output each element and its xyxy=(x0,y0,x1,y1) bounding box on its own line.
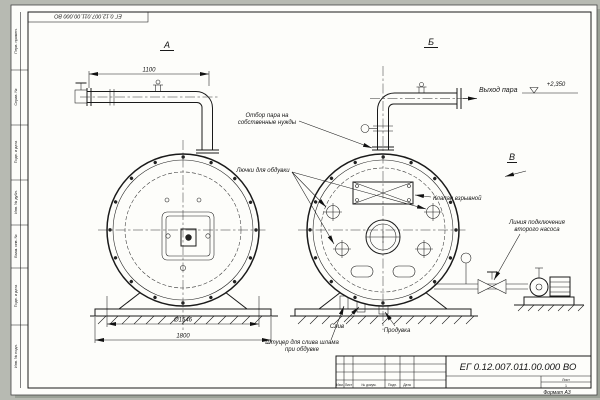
left-view: 1100 Ø1546 1800 А xyxy=(74,40,278,343)
pump-motor xyxy=(549,276,571,297)
side-stamp-label: Инв. № дубл. xyxy=(14,190,18,214)
annotation-text: Продувка xyxy=(384,328,411,334)
leader-line xyxy=(298,120,373,149)
air-vent-fitting xyxy=(155,79,161,85)
annotation-sludge: Штуцер для слива шлама при обдувке xyxy=(265,305,345,353)
steam-outlet-label: Выход пара xyxy=(479,86,518,94)
inverted-doc-number-box: ЕГ 0.12.007.011.00.000 ВО xyxy=(27,11,149,23)
side-stamp-label: Справ. № xyxy=(14,88,18,105)
leader-line xyxy=(414,194,432,199)
dim-text: Ø1546 xyxy=(173,318,193,324)
annotation-text: Отбор пара на xyxy=(246,113,290,119)
view-a-label: А xyxy=(163,40,170,50)
view-v-label: В xyxy=(509,152,515,162)
leader-line xyxy=(330,305,345,341)
annotation-text: Линия подключения xyxy=(508,220,565,226)
pump-base xyxy=(523,296,575,306)
frame-border xyxy=(27,11,592,389)
leader-line xyxy=(384,311,396,327)
title-block-col: Лист xyxy=(345,383,353,387)
title-block-col: Изм. xyxy=(336,383,343,387)
dimension-1100: 1100 xyxy=(88,68,210,88)
annotation-text: Клапан взрывной xyxy=(433,195,482,202)
annotation-explosion-valve: Клапан взрывной xyxy=(414,194,482,202)
pipe-valve-handwheel xyxy=(360,124,370,133)
own-needs-fitting xyxy=(419,82,424,87)
side-stamp-label: Взам. инв. № xyxy=(14,234,18,258)
leader-line xyxy=(343,306,360,323)
annotation-text: Штуцер для слива шлама xyxy=(265,340,339,346)
annotation-blowdown: Продувка xyxy=(384,311,411,334)
annotation-text: Лючки для обдувки xyxy=(235,168,290,174)
dim-text: 1100 xyxy=(143,68,157,74)
title-block-col: Подп. xyxy=(388,383,397,387)
leader-line xyxy=(291,171,335,245)
front-door xyxy=(161,197,215,271)
dim-text: 1800 xyxy=(176,334,190,340)
annotation-drain: Слив xyxy=(330,306,360,330)
sheet-label: Лист xyxy=(562,378,570,382)
annotation-text: Слив xyxy=(330,324,344,330)
title-block-doc-number: ЕГ 0.12.007.011.00.000 ВО xyxy=(460,362,577,373)
side-stamp-label: Подп. и дата xyxy=(14,284,18,307)
annotation-text: при обдувке xyxy=(285,347,320,353)
side-stamp-column: Перв. примен. Справ. № Подп. и дата Инв.… xyxy=(11,12,28,388)
pipe-valve xyxy=(477,279,493,294)
leader-line xyxy=(291,171,327,208)
side-stamp-label: Подп. и дата xyxy=(14,140,18,163)
annotation-blow-hatches: Лючки для обдувки xyxy=(235,168,427,245)
view-v-arrow xyxy=(504,170,527,177)
elevation-mark: +2,350 xyxy=(522,82,578,94)
format-note: Формат А3 xyxy=(543,390,571,396)
pressure-gauge xyxy=(460,252,472,264)
leader-line xyxy=(291,171,427,210)
title-block-col: № докум. xyxy=(362,383,377,387)
blow-hatch-ports xyxy=(324,203,442,258)
drawing-sheet xyxy=(10,4,598,396)
dimension-diameter: Ø1546 xyxy=(106,296,260,327)
annotation-second-pump: Линия подключения второго насоса xyxy=(493,220,566,281)
view-b-label: Б xyxy=(428,37,434,47)
elevation-text: +2,350 xyxy=(547,82,566,88)
annotation-text: второго насоса xyxy=(514,227,560,233)
title-block-col: Дата xyxy=(403,383,411,387)
ground-hatch xyxy=(97,315,263,325)
handhole xyxy=(392,265,416,278)
steam-pipe-left xyxy=(74,79,220,154)
sight-glass xyxy=(185,234,192,241)
leader-line xyxy=(493,233,521,281)
handhole xyxy=(350,265,374,278)
sheet-value: 1 xyxy=(565,384,567,388)
annotation-text: собственные нужды xyxy=(238,120,297,126)
annotation-own-needs: Отбор пара на собственные нужды xyxy=(238,113,373,149)
side-stamp-label: Перв. примен. xyxy=(14,28,18,53)
pump xyxy=(529,277,549,297)
ground-hatch xyxy=(297,315,475,325)
inverted-doc-number: ЕГ 0.12.007.011.00.000 ВО xyxy=(53,13,121,19)
side-stamp-label: Инв. № подл. xyxy=(14,344,18,368)
title-block: ЕГ 0.12.007.011.00.000 ВО Изм. Лист № до… xyxy=(335,355,592,389)
right-view: Выход пара +2,350 Б В xyxy=(290,37,585,330)
pump-ground-hatch xyxy=(517,304,585,312)
second-pump-line xyxy=(434,252,585,312)
dimension-1800: 1800 xyxy=(94,317,272,343)
